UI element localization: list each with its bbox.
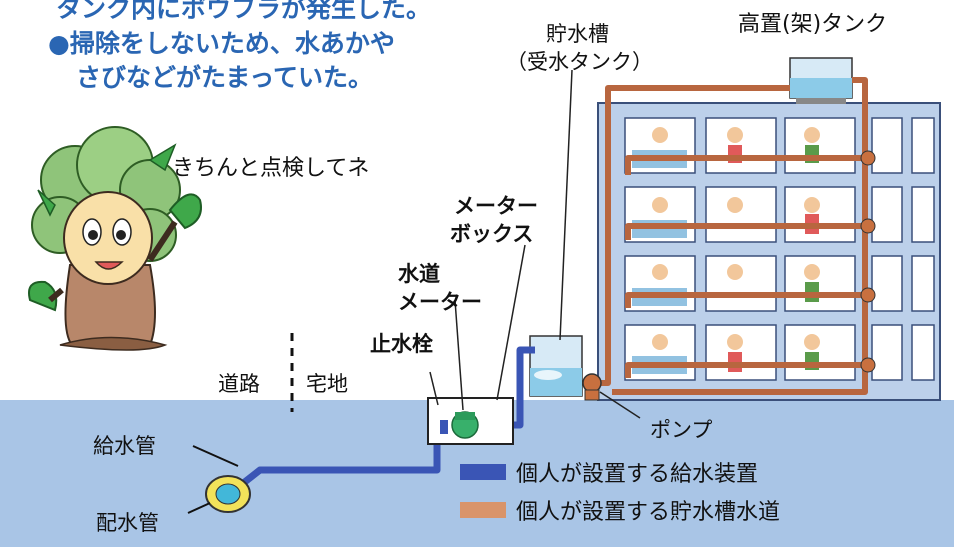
pump-leader-line	[599, 391, 641, 419]
reservoir-label-line1: 貯水槽	[546, 22, 609, 46]
reservoir-tank	[529, 335, 583, 397]
pipe-joints	[860, 150, 876, 373]
legend-label-reservoir: 個人が設置する貯水槽水道	[516, 500, 781, 525]
water-meter-label-line1: 水道	[398, 262, 440, 286]
reservoir-label-line2: （受水タンク）	[506, 50, 653, 74]
distribution-pipe-label: 配水管	[96, 511, 159, 535]
pump	[582, 373, 602, 401]
building	[597, 102, 941, 401]
note-line-1: タンク内にボウフラが発生した。	[56, 0, 432, 23]
service-pipe-label: 給水管	[93, 434, 156, 458]
water-meter-label-line2: メーター	[398, 290, 482, 314]
meter-box-label-line1: メーター	[454, 194, 538, 218]
meter-box	[427, 397, 514, 445]
meter-box-label-line2: ボックス	[450, 222, 534, 246]
legend: 個人が設置する給水装置 個人が設置する貯水槽水道	[460, 455, 780, 527]
legend-label-service: 個人が設置する給水装置	[516, 462, 759, 487]
pump-label: ポンプ	[650, 418, 713, 442]
mascot-speech: きちんと点検してネ	[172, 156, 370, 181]
legend-swatch-reservoir	[460, 502, 506, 518]
residential-label: 宅地	[306, 372, 348, 396]
legend-item-service: 個人が設置する給水装置	[460, 455, 780, 489]
elevated-tank-label: 高置(架)タンク	[738, 12, 888, 37]
elevated-tank	[789, 57, 853, 104]
legend-swatch-service	[460, 464, 506, 480]
stop-valve-label: 止水栓	[370, 332, 433, 356]
note-line-2: ●掃除をしないため、水あかや	[48, 29, 395, 58]
tree-mascot	[28, 126, 202, 351]
note-line-3: さびなどがたまっていた。	[76, 63, 374, 92]
distribution-pipe	[205, 475, 251, 513]
road-label: 道路	[218, 372, 260, 396]
legend-item-reservoir: 個人が設置する貯水槽水道	[460, 493, 780, 527]
